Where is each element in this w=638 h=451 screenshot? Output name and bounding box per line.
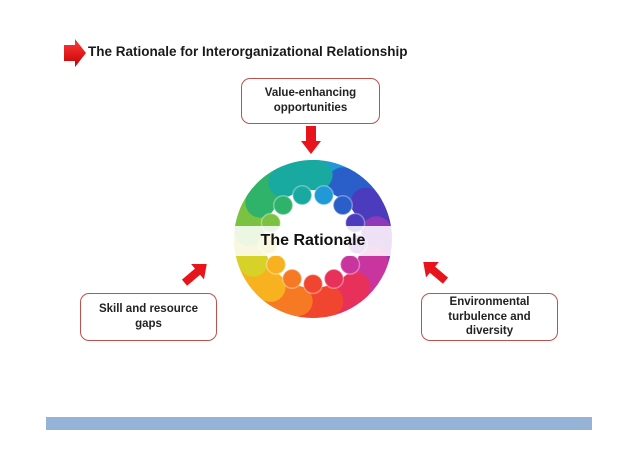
box-line: gaps: [135, 318, 162, 330]
ring-figure-head: [313, 185, 335, 206]
box-line: Environmental: [449, 295, 530, 308]
box-line: Value-enhancing: [264, 87, 357, 100]
box-line: opportunities: [273, 102, 348, 114]
ring-figure-head: [291, 185, 313, 206]
ring-figure-head: [265, 254, 287, 275]
value-enhancing-box: Value-enhancing opportunities: [241, 78, 380, 124]
ring-figure-head: [272, 195, 294, 216]
footer-bar: [46, 417, 592, 430]
ring-figure-head: [281, 268, 303, 290]
box-line: turbulence and: [448, 310, 531, 323]
center-label: The Rationale: [260, 232, 366, 249]
down-arrow-icon: [301, 126, 321, 154]
skill-gaps-box: Skill and resource gaps: [80, 293, 217, 341]
ring-figure-head: [339, 254, 361, 275]
arrow-from-left-icon: [181, 264, 207, 286]
environmental-turbulence-box: Environmental turbulence and diversity: [421, 293, 558, 341]
center-label-backdrop: [213, 226, 413, 256]
slide-title: The Rationale for Interorganizational Re…: [88, 44, 408, 59]
arrow-from-right-icon: [423, 262, 449, 284]
ring-figure-head: [323, 268, 345, 290]
box-line: Skill and resource: [98, 303, 199, 316]
box-line: diversity: [465, 325, 514, 338]
ring-figure-head: [332, 195, 354, 216]
ring-figure-body: [268, 160, 333, 198]
ring-figure-head: [302, 273, 324, 295]
title-arrow-icon: [64, 39, 86, 67]
